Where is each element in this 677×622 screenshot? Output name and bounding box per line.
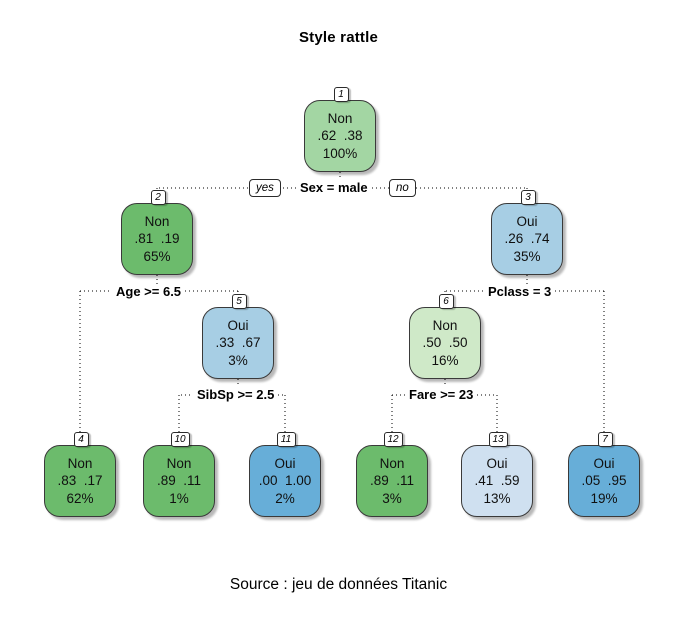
node-class-label: Non	[166, 456, 192, 471]
tree-node-13: Oui .41 .59 13%	[461, 445, 533, 517]
node-probabilities: .89 .11	[369, 473, 415, 488]
tree-node-7: Oui .05 .95 19%	[568, 445, 640, 517]
node-percentage: 35%	[513, 249, 541, 264]
node-class-label: Oui	[486, 456, 508, 471]
branch-tag-yes: yes	[249, 179, 281, 197]
node-class-label: Non	[67, 456, 93, 471]
tree-node-1: Non .62 .38 100%	[304, 100, 376, 172]
node-percentage: 3%	[382, 491, 402, 506]
tree-node-12: Non .89 .11 3%	[356, 445, 428, 517]
tree-node-11: Oui .00 1.00 2%	[249, 445, 321, 517]
tree-node-10: Non .89 .11 1%	[143, 445, 215, 517]
node-class-label: Non	[144, 214, 170, 229]
node-probabilities: .05 .95	[581, 473, 627, 488]
node-class-label: Non	[379, 456, 405, 471]
split-label-age: Age >= 6.5	[112, 284, 186, 299]
node-class-label: Oui	[516, 214, 538, 229]
node-index-tag-12: 12	[383, 432, 403, 447]
tree-node-2: Non .81 .19 65%	[121, 203, 193, 275]
node-percentage: 65%	[143, 249, 171, 264]
node-percentage: 62%	[66, 491, 94, 506]
node-index-tag-3: 3	[520, 190, 536, 205]
node-index-tag-1: 1	[333, 87, 349, 102]
branch-tag-no: no	[389, 179, 416, 197]
node-probabilities: .26 .74	[504, 231, 550, 246]
node-index-tag-6: 6	[438, 294, 454, 309]
node-percentage: 100%	[322, 146, 358, 161]
node-class-label: Non	[327, 111, 353, 126]
node-class-label: Non	[432, 318, 458, 333]
node-probabilities: .83 .17	[57, 473, 103, 488]
split-label-fare: Fare >= 23	[405, 387, 478, 402]
tree-node-3: Oui .26 .74 35%	[491, 203, 563, 275]
tree-node-5: Oui .33 .67 3%	[202, 307, 274, 379]
node-probabilities: .33 .67	[215, 335, 261, 350]
node-probabilities: .81 .19	[134, 231, 180, 246]
plot-caption: Source : jeu de données Titanic	[229, 576, 448, 593]
node-class-label: Oui	[274, 456, 296, 471]
node-percentage: 2%	[275, 491, 295, 506]
node-index-tag-11: 11	[276, 432, 296, 447]
page-title: Style rattle	[298, 29, 379, 46]
node-index-tag-10: 10	[170, 432, 190, 447]
node-probabilities: .89 .11	[156, 473, 202, 488]
tree-node-4: Non .83 .17 62%	[44, 445, 116, 517]
tree-node-6: Non .50 .50 16%	[409, 307, 481, 379]
node-index-tag-2: 2	[150, 190, 166, 205]
node-index-tag-4: 4	[73, 432, 89, 447]
node-percentage: 3%	[228, 353, 248, 368]
node-index-tag-13: 13	[488, 432, 508, 447]
node-index-tag-7: 7	[597, 432, 613, 447]
node-class-label: Oui	[227, 318, 249, 333]
node-probabilities: .62 .38	[317, 128, 363, 143]
node-probabilities: .41 .59	[474, 473, 520, 488]
split-label-pclass: Pclass = 3	[484, 284, 556, 299]
node-percentage: 13%	[483, 491, 511, 506]
node-percentage: 1%	[169, 491, 189, 506]
node-percentage: 19%	[590, 491, 618, 506]
split-label-sibsp: SibSp >= 2.5	[193, 387, 279, 402]
node-percentage: 16%	[431, 353, 459, 368]
node-probabilities: .00 1.00	[258, 473, 312, 488]
node-index-tag-5: 5	[231, 294, 247, 309]
split-label-sex: Sex = male	[296, 180, 372, 195]
node-probabilities: .50 .50	[422, 335, 468, 350]
node-class-label: Oui	[593, 456, 615, 471]
